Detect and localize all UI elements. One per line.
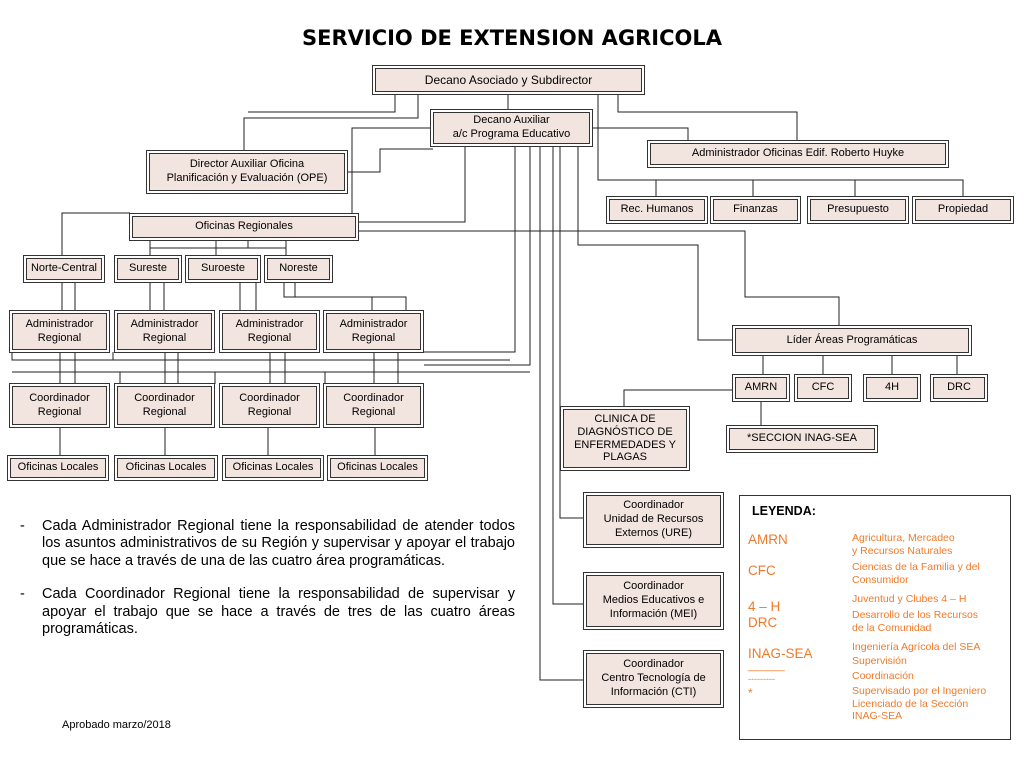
- node-clinica: CLINICA DE DIAGNÓSTICO DE ENFERMEDADES Y…: [563, 409, 687, 468]
- node-oficinas-locales-1: Oficinas Locales: [10, 458, 106, 478]
- node-region-suroeste: Suroeste: [188, 258, 258, 280]
- legend-term: *: [748, 686, 753, 700]
- node-finanzas: Finanzas: [713, 199, 798, 221]
- node-oficinas-locales-3: Oficinas Locales: [225, 458, 321, 478]
- node-admin-regional-3: Administrador Regional: [222, 313, 317, 350]
- node-admin-regional-4: Administrador Regional: [326, 313, 421, 350]
- note-dash: -: [20, 518, 25, 534]
- legend-term: INAG-SEA: [748, 646, 813, 661]
- note-item: - Cada Coordinador Regional tiene la res…: [20, 586, 515, 638]
- node-decano-auxiliar: Decano Auxiliar a/c Programa Educativo: [433, 112, 590, 144]
- node-coord-regional-1: Coordinador Regional: [12, 386, 107, 425]
- node-oficinas-locales-2: Oficinas Locales: [117, 458, 215, 478]
- node-coord-regional-4: Coordinador Regional: [326, 386, 421, 425]
- node-presupuesto: Presupuesto: [810, 199, 906, 221]
- node-coord-regional-2: Coordinador Regional: [117, 386, 212, 425]
- node-oficinas-regionales: Oficinas Regionales: [132, 216, 356, 238]
- legend-term: DRC: [748, 615, 778, 630]
- legend-term: ______: [748, 660, 785, 672]
- node-lider-areas: Líder Áreas Programáticas: [735, 328, 969, 353]
- node-seccion-inag: *SECCION INAG-SEA: [729, 428, 875, 450]
- node-coord-ure: Coordinador Unidad de Recursos Externos …: [586, 495, 721, 545]
- node-director-ope: Director Auxiliar Oficina Planificación …: [149, 153, 345, 191]
- legend-box: LEYENDA: AMRN Agricultura, Mercadeo y Re…: [739, 495, 1011, 740]
- chart-title: SERVICIO DE EXTENSION AGRICOLA: [301, 26, 722, 50]
- legend-definition: Juventud y Clubes 4 – H: [852, 593, 967, 605]
- node-amrn: AMRN: [735, 377, 787, 399]
- note-item: - Cada Administrador Regional tiene la r…: [20, 518, 515, 570]
- node-region-sureste: Sureste: [117, 258, 179, 280]
- legend-definition: Coordinación: [852, 670, 914, 682]
- legend-term: CFC: [748, 563, 776, 578]
- note-dash: -: [20, 586, 25, 603]
- approved-date: Aprobado marzo/2018: [62, 719, 171, 731]
- legend-definition: Supervisado por el Ingeniero Licenciado …: [852, 685, 987, 723]
- legend-definition: Desarrollo de los Recursos de la Comunid…: [852, 609, 979, 634]
- node-decano-asociado: Decano Asociado y Subdirector: [375, 68, 642, 92]
- node-coord-cti: Coordinador Centro Tecnología de Informa…: [586, 653, 721, 705]
- legend-term: ---------: [748, 674, 775, 684]
- node-oficinas-locales-4: Oficinas Locales: [330, 458, 425, 478]
- node-drc: DRC: [933, 377, 985, 399]
- note-text: Cada Administrador Regional tiene la res…: [42, 518, 515, 569]
- legend-definition: Agricultura, Mercadeo y Recursos Natural…: [852, 532, 955, 557]
- node-coord-regional-3: Coordinador Regional: [222, 386, 317, 425]
- legend-title: LEYENDA:: [752, 504, 816, 518]
- node-admin-regional-1: Administrador Regional: [12, 313, 107, 350]
- node-admin-regional-2: Administrador Regional: [117, 313, 212, 350]
- notes-section: - Cada Administrador Regional tiene la r…: [20, 518, 515, 654]
- node-propiedad: Propiedad: [915, 199, 1011, 221]
- node-admin-huyke: Administrador Oficinas Edif. Roberto Huy…: [650, 143, 946, 165]
- legend-term: AMRN: [748, 532, 788, 547]
- legend-term: 4 – H: [748, 599, 781, 614]
- node-coord-mei: Coordinador Medios Educativos e Informac…: [586, 575, 721, 627]
- legend-definition: Ciencias de la Familia y del Consumidor: [852, 561, 980, 586]
- node-4h: 4H: [866, 377, 918, 399]
- node-rec-humanos: Rec. Humanos: [609, 199, 705, 221]
- node-cfc: CFC: [797, 377, 849, 399]
- legend-definition: Ingeniería Agrícola del SEA: [852, 641, 981, 653]
- legend-definition: Supervisión: [852, 655, 907, 667]
- note-text: Cada Coordinador Regional tiene la respo…: [42, 586, 515, 637]
- node-region-norte-central: Norte-Central: [26, 258, 102, 280]
- node-region-noreste: Noreste: [267, 258, 330, 280]
